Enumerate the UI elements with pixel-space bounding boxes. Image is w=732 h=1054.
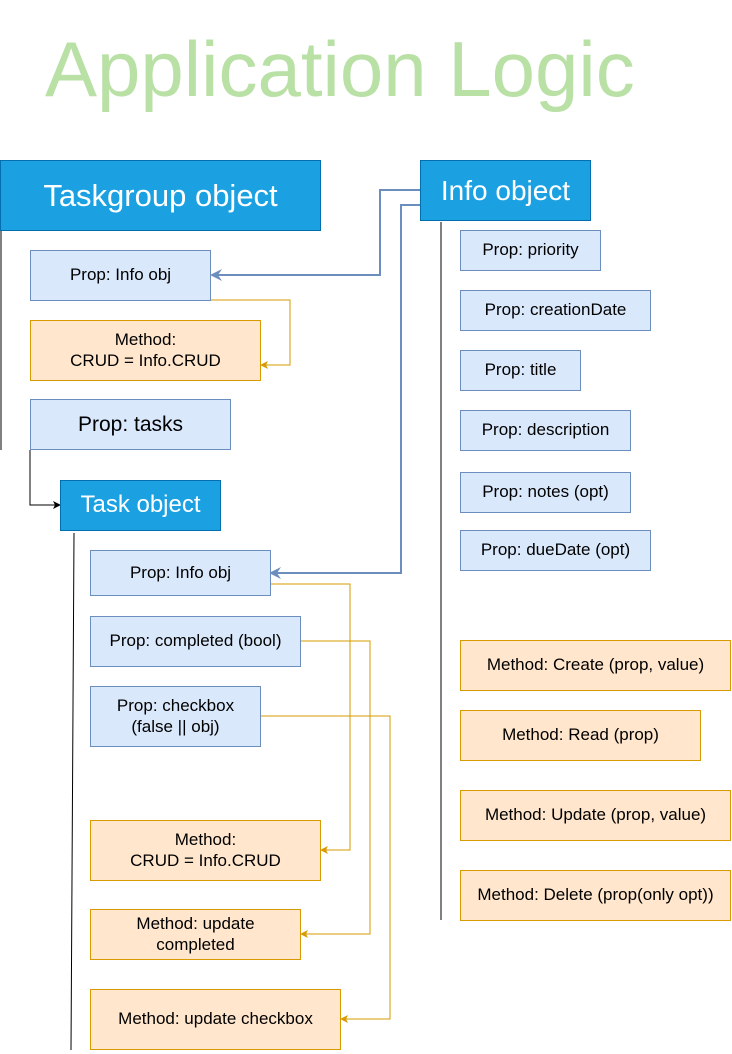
taskgroup-object-box[interactable]: Taskgroup object — [0, 160, 321, 231]
task-scope-line — [70, 532, 75, 1051]
info-method-delete[interactable]: Method: Delete (prop(only opt)) — [460, 870, 731, 921]
info-prop-description[interactable]: Prop: description — [460, 410, 631, 451]
tasks-to-task-connector — [29, 450, 61, 509]
info-method-read[interactable]: Method: Read (prop) — [460, 710, 701, 761]
info-to-task-connector — [269, 204, 420, 579]
task-prop-completed[interactable]: Prop: completed (bool) — [90, 616, 301, 667]
info-method-create[interactable]: Method: Create (prop, value) — [460, 640, 731, 691]
completed-to-update-connector — [300, 640, 371, 938]
info-prop-priority[interactable]: Prop: priority — [460, 230, 601, 271]
info-prop-title[interactable]: Prop: title — [460, 350, 581, 391]
task-method-update-completed[interactable]: Method: update completed — [90, 909, 301, 960]
info-to-taskgroup-connector — [210, 189, 420, 281]
task-method-update-checkbox[interactable]: Method: update checkbox — [90, 989, 341, 1050]
task-prop-info-obj[interactable]: Prop: Info obj — [90, 550, 271, 596]
task-prop-checkbox[interactable]: Prop: checkbox (false || obj) — [90, 686, 261, 747]
taskgroup-prop-info-obj[interactable]: Prop: Info obj — [30, 250, 211, 301]
taskgroup-info-to-crud-connector — [211, 299, 291, 369]
info-object-box[interactable]: Info object — [420, 160, 591, 221]
info-prop-creation-date[interactable]: Prop: creationDate — [460, 290, 651, 331]
info-prop-due-date[interactable]: Prop: dueDate (opt) — [460, 530, 651, 571]
info-method-update[interactable]: Method: Update (prop, value) — [460, 790, 731, 841]
task-object-box[interactable]: Task object — [60, 480, 221, 531]
taskgroup-prop-tasks[interactable]: Prop: tasks — [30, 399, 231, 450]
task-info-to-crud-connector — [271, 583, 351, 854]
taskgroup-method-crud[interactable]: Method: CRUD = Info.CRUD — [30, 320, 261, 381]
checkbox-to-update-connector — [261, 715, 391, 1023]
task-method-crud[interactable]: Method: CRUD = Info.CRUD — [90, 820, 321, 881]
info-prop-notes[interactable]: Prop: notes (opt) — [460, 472, 631, 513]
diagram-title: Application Logic — [45, 25, 635, 113]
